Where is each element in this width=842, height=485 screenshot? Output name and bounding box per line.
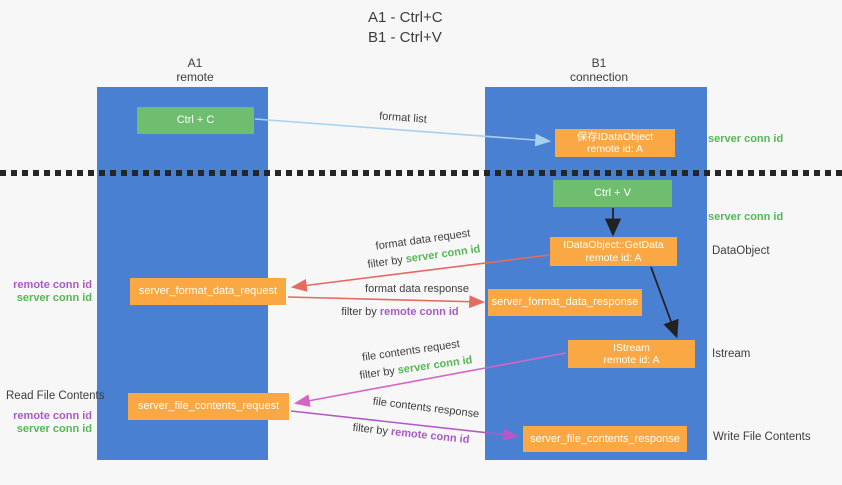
getdata-line2: remote id: A bbox=[585, 251, 642, 264]
remote-conn-id-text: remote conn id bbox=[379, 306, 459, 318]
lifeline-a1-subtitle: remote bbox=[176, 70, 214, 84]
filter-by-text: filter by bbox=[341, 306, 377, 318]
getdata-node: IDataObject::GetData remote id: A bbox=[550, 237, 677, 266]
ctrl-c-node: Ctrl + C bbox=[137, 107, 254, 134]
format-data-request-arrow bbox=[290, 254, 550, 292]
server-file-contents-request-label: server_file_contents_request bbox=[137, 400, 280, 412]
server-file-contents-response-node: server_file_contents_response bbox=[523, 426, 687, 452]
server-format-data-request-node: server_format_data_request bbox=[130, 278, 286, 305]
server-format-data-response-node: server_format_data_response bbox=[488, 289, 642, 316]
diagram-title: A1 - Ctrl+C B1 - Ctrl+V bbox=[368, 8, 443, 48]
getdata-to-istream-arrow bbox=[650, 266, 679, 339]
lifeline-header-a1: A1 remote bbox=[125, 56, 265, 84]
lifeline-b1-title: B1 bbox=[591, 56, 607, 70]
save-dataobject-line2: remote id: A bbox=[586, 143, 644, 155]
dataobject-side-label: DataObject bbox=[712, 245, 770, 257]
lifeline-b1-subtitle: connection bbox=[569, 70, 629, 84]
getdata-line1: IDataObject::GetData bbox=[563, 239, 664, 251]
format-data-response-label: format data response bbox=[365, 283, 469, 295]
server-conn-id-left-label-1: server conn id bbox=[16, 292, 92, 304]
lifeline-header-b1: B1 connection bbox=[529, 56, 669, 84]
file-contents-response-arrow bbox=[290, 410, 520, 441]
phase-separator-dotted-line bbox=[0, 170, 842, 176]
save-dataobject-line1: 保存IDataObject bbox=[576, 130, 654, 143]
format-list-arrow bbox=[254, 118, 552, 147]
remote-conn-id-left-label-1: remote conn id bbox=[13, 279, 92, 291]
save-dataobject-node: 保存IDataObject remote id: A bbox=[555, 129, 675, 157]
server-file-contents-response-label: server_file_contents_response bbox=[530, 432, 680, 445]
ctrl-v-label: Ctrl + V bbox=[594, 187, 631, 199]
server-conn-id-side-label-top: server conn id bbox=[708, 133, 784, 145]
server-file-contents-request-node: server_file_contents_request bbox=[128, 393, 289, 420]
istream-node: IStream remote id: A bbox=[568, 340, 695, 368]
format-data-response-arrow bbox=[287, 295, 486, 309]
server-format-data-request-label: server_format_data_request bbox=[138, 285, 278, 297]
ctrl-v-node: Ctrl + V bbox=[553, 180, 672, 207]
title-line-2: B1 - Ctrl+V bbox=[368, 29, 442, 46]
server-conn-id-left-label-2: server conn id bbox=[16, 423, 92, 435]
title-line-1: A1 - Ctrl+C bbox=[368, 9, 443, 26]
istream-side-label: Istream bbox=[712, 348, 751, 360]
remote-conn-id-left-label-2: remote conn id bbox=[13, 410, 92, 422]
read-file-contents-label: Read File Contents bbox=[6, 390, 105, 402]
server-format-data-response-label: server_format_data_response bbox=[491, 296, 639, 308]
istream-line2: remote id: A bbox=[603, 354, 660, 366]
server-conn-id-side-label-mid: server conn id bbox=[708, 211, 784, 223]
ctrl-c-label: Ctrl + C bbox=[176, 114, 215, 126]
write-file-contents-label: Write File Contents bbox=[713, 431, 811, 443]
lifeline-a1-title: A1 bbox=[187, 56, 203, 70]
istream-line1: IStream bbox=[613, 341, 650, 354]
file-contents-request-arrow bbox=[293, 352, 567, 407]
